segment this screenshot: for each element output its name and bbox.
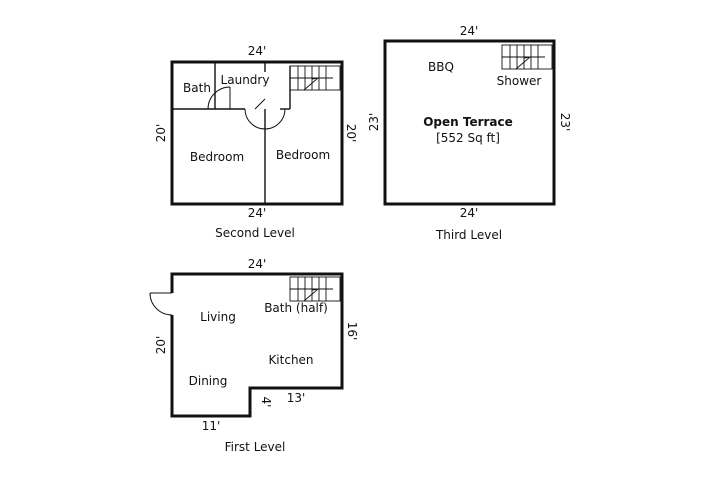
stair-arrow: [303, 288, 319, 302]
room-label-laundry: Laundry: [221, 73, 270, 87]
right-bedroom-door-swing: [264, 108, 286, 130]
first-dim-notch-width: 13': [287, 391, 306, 405]
third-level-caption: Third Level: [435, 228, 502, 242]
room-label-living: Living: [200, 310, 236, 324]
second-dim-top: 24': [248, 44, 267, 58]
first-dim-left: 20': [154, 336, 168, 355]
first-level-plan: Living Bath (half) Kitchen Dining 24' 20…: [149, 257, 359, 454]
second-level-stairs: [289, 65, 341, 91]
third-level-plan: BBQ Shower Open Terrace [552 Sq ft] 24' …: [367, 24, 572, 242]
bath-door-swing: [207, 86, 231, 110]
room-label-bath-half: Bath (half): [264, 301, 328, 315]
room-label-bath: Bath: [183, 81, 211, 95]
left-bedroom-door-swing: [244, 108, 266, 130]
first-dim-notch-height: 4': [259, 397, 273, 408]
third-level-outer-wall: [383, 39, 556, 206]
second-dim-bottom: 24': [248, 206, 267, 220]
third-level-stairs: [501, 44, 553, 70]
room-label-bbq: BBQ: [428, 60, 454, 74]
terrace-area-label: [552 Sq ft]: [436, 131, 500, 145]
stair-arrow-head: [311, 288, 319, 291]
second-level-plan: Bath Laundry Bedroom Bedroom 24' 24' 20'…: [154, 44, 358, 240]
stair-arrow-head: [311, 77, 319, 80]
third-dim-bottom: 24': [460, 206, 479, 220]
third-dim-top: 24': [460, 24, 479, 38]
room-label-open-terrace: Open Terrace: [423, 115, 513, 129]
entry-door-swing: [149, 292, 173, 316]
stair-arrow: [515, 56, 531, 70]
room-label-kitchen: Kitchen: [268, 353, 313, 367]
first-level-outer-wall: [170, 272, 344, 418]
stair-arrow: [303, 77, 319, 91]
third-dim-right: 23': [558, 113, 572, 132]
room-label-bedroom-left: Bedroom: [190, 150, 244, 164]
first-dim-bottom: 11': [202, 419, 221, 433]
first-dim-top: 24': [248, 257, 267, 271]
first-level-caption: First Level: [225, 440, 286, 454]
second-level-outer-wall: [170, 60, 344, 206]
second-dim-left: 20': [154, 124, 168, 143]
third-dim-left: 23': [367, 113, 381, 132]
second-level-caption: Second Level: [215, 226, 295, 240]
room-label-shower: Shower: [497, 74, 542, 88]
laundry-door-leaf: [254, 98, 266, 110]
first-level-stairs: [289, 276, 341, 302]
room-label-dining: Dining: [189, 374, 228, 388]
room-label-bedroom-right: Bedroom: [276, 148, 330, 162]
stair-arrow-head: [523, 56, 531, 59]
first-dim-right: 16': [345, 322, 359, 341]
second-dim-right: 20': [344, 124, 358, 143]
